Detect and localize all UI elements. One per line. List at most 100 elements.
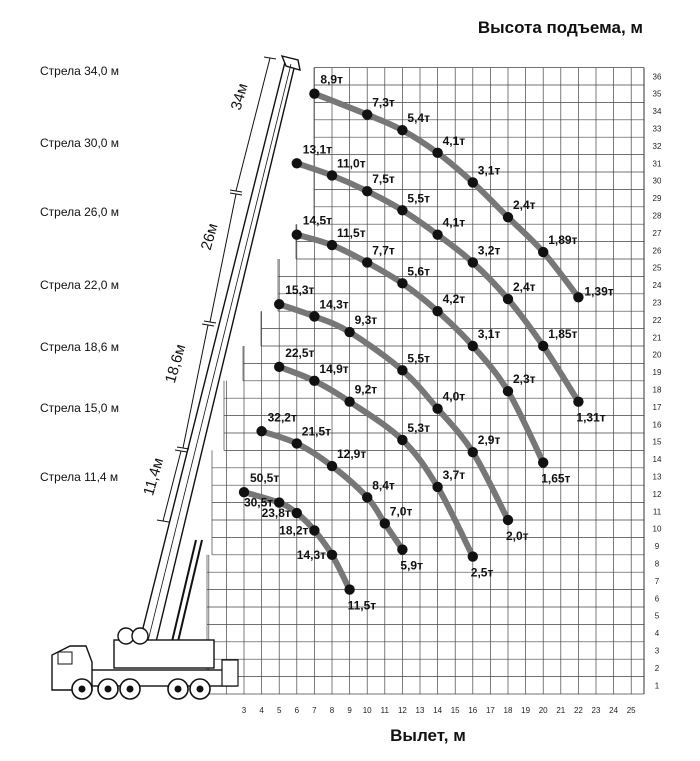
load-point xyxy=(309,88,320,99)
load-value-label: 15,3т xyxy=(285,283,314,297)
boom-segment-label: 26м xyxy=(198,221,222,252)
x-tick-label: 6 xyxy=(295,706,300,715)
crane-illustration xyxy=(51,54,301,700)
x-tick-label: 13 xyxy=(416,706,425,715)
load-value-label: 21,5т xyxy=(302,424,331,438)
load-point xyxy=(291,438,302,449)
y-tick-label: 14 xyxy=(653,455,662,464)
x-tick-label: 12 xyxy=(398,706,407,715)
y-tick-label: 30 xyxy=(653,177,662,186)
load-value-label: 3,2т xyxy=(478,243,501,257)
grid xyxy=(206,67,645,695)
boom-hydraulic xyxy=(169,539,197,651)
y-tick-label: 7 xyxy=(655,577,660,586)
x-tick-label: 4 xyxy=(259,706,264,715)
y-tick-label: 6 xyxy=(655,594,660,603)
load-value-label: 12,9т xyxy=(337,447,366,461)
y-tick-label: 34 xyxy=(653,107,662,116)
x-tick-label: 10 xyxy=(363,706,372,715)
x-tick-label: 22 xyxy=(574,706,583,715)
y-tick-label: 8 xyxy=(655,560,660,569)
load-point xyxy=(538,246,549,258)
load-point xyxy=(432,229,443,240)
x-tick-label: 20 xyxy=(539,706,548,715)
x-tick-label: 5 xyxy=(277,706,282,715)
y-tick-label: 3 xyxy=(655,647,660,656)
y-tick-label: 32 xyxy=(653,142,662,151)
load-point xyxy=(379,518,390,529)
dimension-line xyxy=(209,193,237,323)
wheel-hub xyxy=(174,685,182,693)
x-tick-label: 15 xyxy=(451,706,460,715)
load-point xyxy=(397,278,408,289)
load-point xyxy=(467,551,478,562)
y-tick-label: 10 xyxy=(653,525,662,534)
load-point xyxy=(326,239,338,251)
x-tick-label: 7 xyxy=(312,706,317,715)
dimension-line xyxy=(162,450,182,522)
load-value-label: 11,5т xyxy=(348,599,377,613)
wheel-hub xyxy=(196,685,204,693)
y-tick-label: 27 xyxy=(653,229,662,238)
y-tick-label: 26 xyxy=(653,246,662,255)
load-point xyxy=(397,205,408,216)
wheel-hub xyxy=(104,685,112,693)
load-point xyxy=(309,525,320,536)
y-tick-label: 22 xyxy=(653,316,662,325)
x-tick-label: 8 xyxy=(330,706,335,715)
load-point xyxy=(326,460,338,472)
load-value-label: 11,5т xyxy=(337,226,366,240)
x-tick-label: 21 xyxy=(556,706,565,715)
load-point xyxy=(467,340,478,352)
y-tick-labels: 1234567891011121314151617181920212223242… xyxy=(653,72,662,690)
load-point xyxy=(502,293,514,305)
load-point xyxy=(291,507,302,519)
x-tick-label: 14 xyxy=(433,706,442,715)
y-tick-label: 35 xyxy=(653,90,662,99)
load-point xyxy=(291,158,302,169)
load-point xyxy=(326,170,338,181)
load-point xyxy=(397,434,408,446)
crane-outrigger xyxy=(221,659,239,687)
y-tick-label: 18 xyxy=(653,386,662,395)
load-point xyxy=(467,257,478,268)
load-value-label: 1,31т xyxy=(576,411,605,425)
load-point xyxy=(432,403,443,414)
y-tick-label: 1 xyxy=(655,681,660,690)
crane-boom xyxy=(139,57,297,643)
load-value-label: 1,89т xyxy=(548,233,577,247)
boom-label: Стрела 22,0 м xyxy=(40,278,119,292)
load-value-label: 23,8т xyxy=(262,506,291,520)
load-value-label: 7,7т xyxy=(372,243,395,257)
x-tick-label: 17 xyxy=(486,706,495,715)
load-point xyxy=(397,544,408,555)
load-value-label: 2,4т xyxy=(513,198,536,212)
dimension-line xyxy=(235,57,271,192)
winch-drum xyxy=(131,627,149,645)
y-tick-label: 13 xyxy=(653,473,662,482)
y-tick-label: 28 xyxy=(653,212,662,221)
boom-head xyxy=(280,54,301,71)
y-tick-label: 33 xyxy=(653,125,662,134)
dimension-tick xyxy=(263,56,277,60)
boom-label: Стрела 30,0 м xyxy=(40,136,119,150)
load-value-label: 5,4т xyxy=(407,111,430,125)
load-point xyxy=(502,212,514,223)
load-value-label: 5,5т xyxy=(407,351,430,365)
load-point xyxy=(502,386,514,397)
load-curve xyxy=(311,90,582,301)
boom-segment-label: 34м xyxy=(228,81,252,112)
y-tick-label: 25 xyxy=(653,264,662,273)
y-tick-label: 11 xyxy=(653,507,662,516)
dimension-tick xyxy=(229,189,243,193)
load-value-label: 30,5т xyxy=(244,496,273,510)
crane-turret xyxy=(113,639,215,669)
load-value-label: 9,2т xyxy=(355,383,378,397)
y-tick-label: 31 xyxy=(653,159,662,168)
load-value-label: 5,6т xyxy=(407,264,430,278)
y-tick-label: 17 xyxy=(653,403,662,412)
